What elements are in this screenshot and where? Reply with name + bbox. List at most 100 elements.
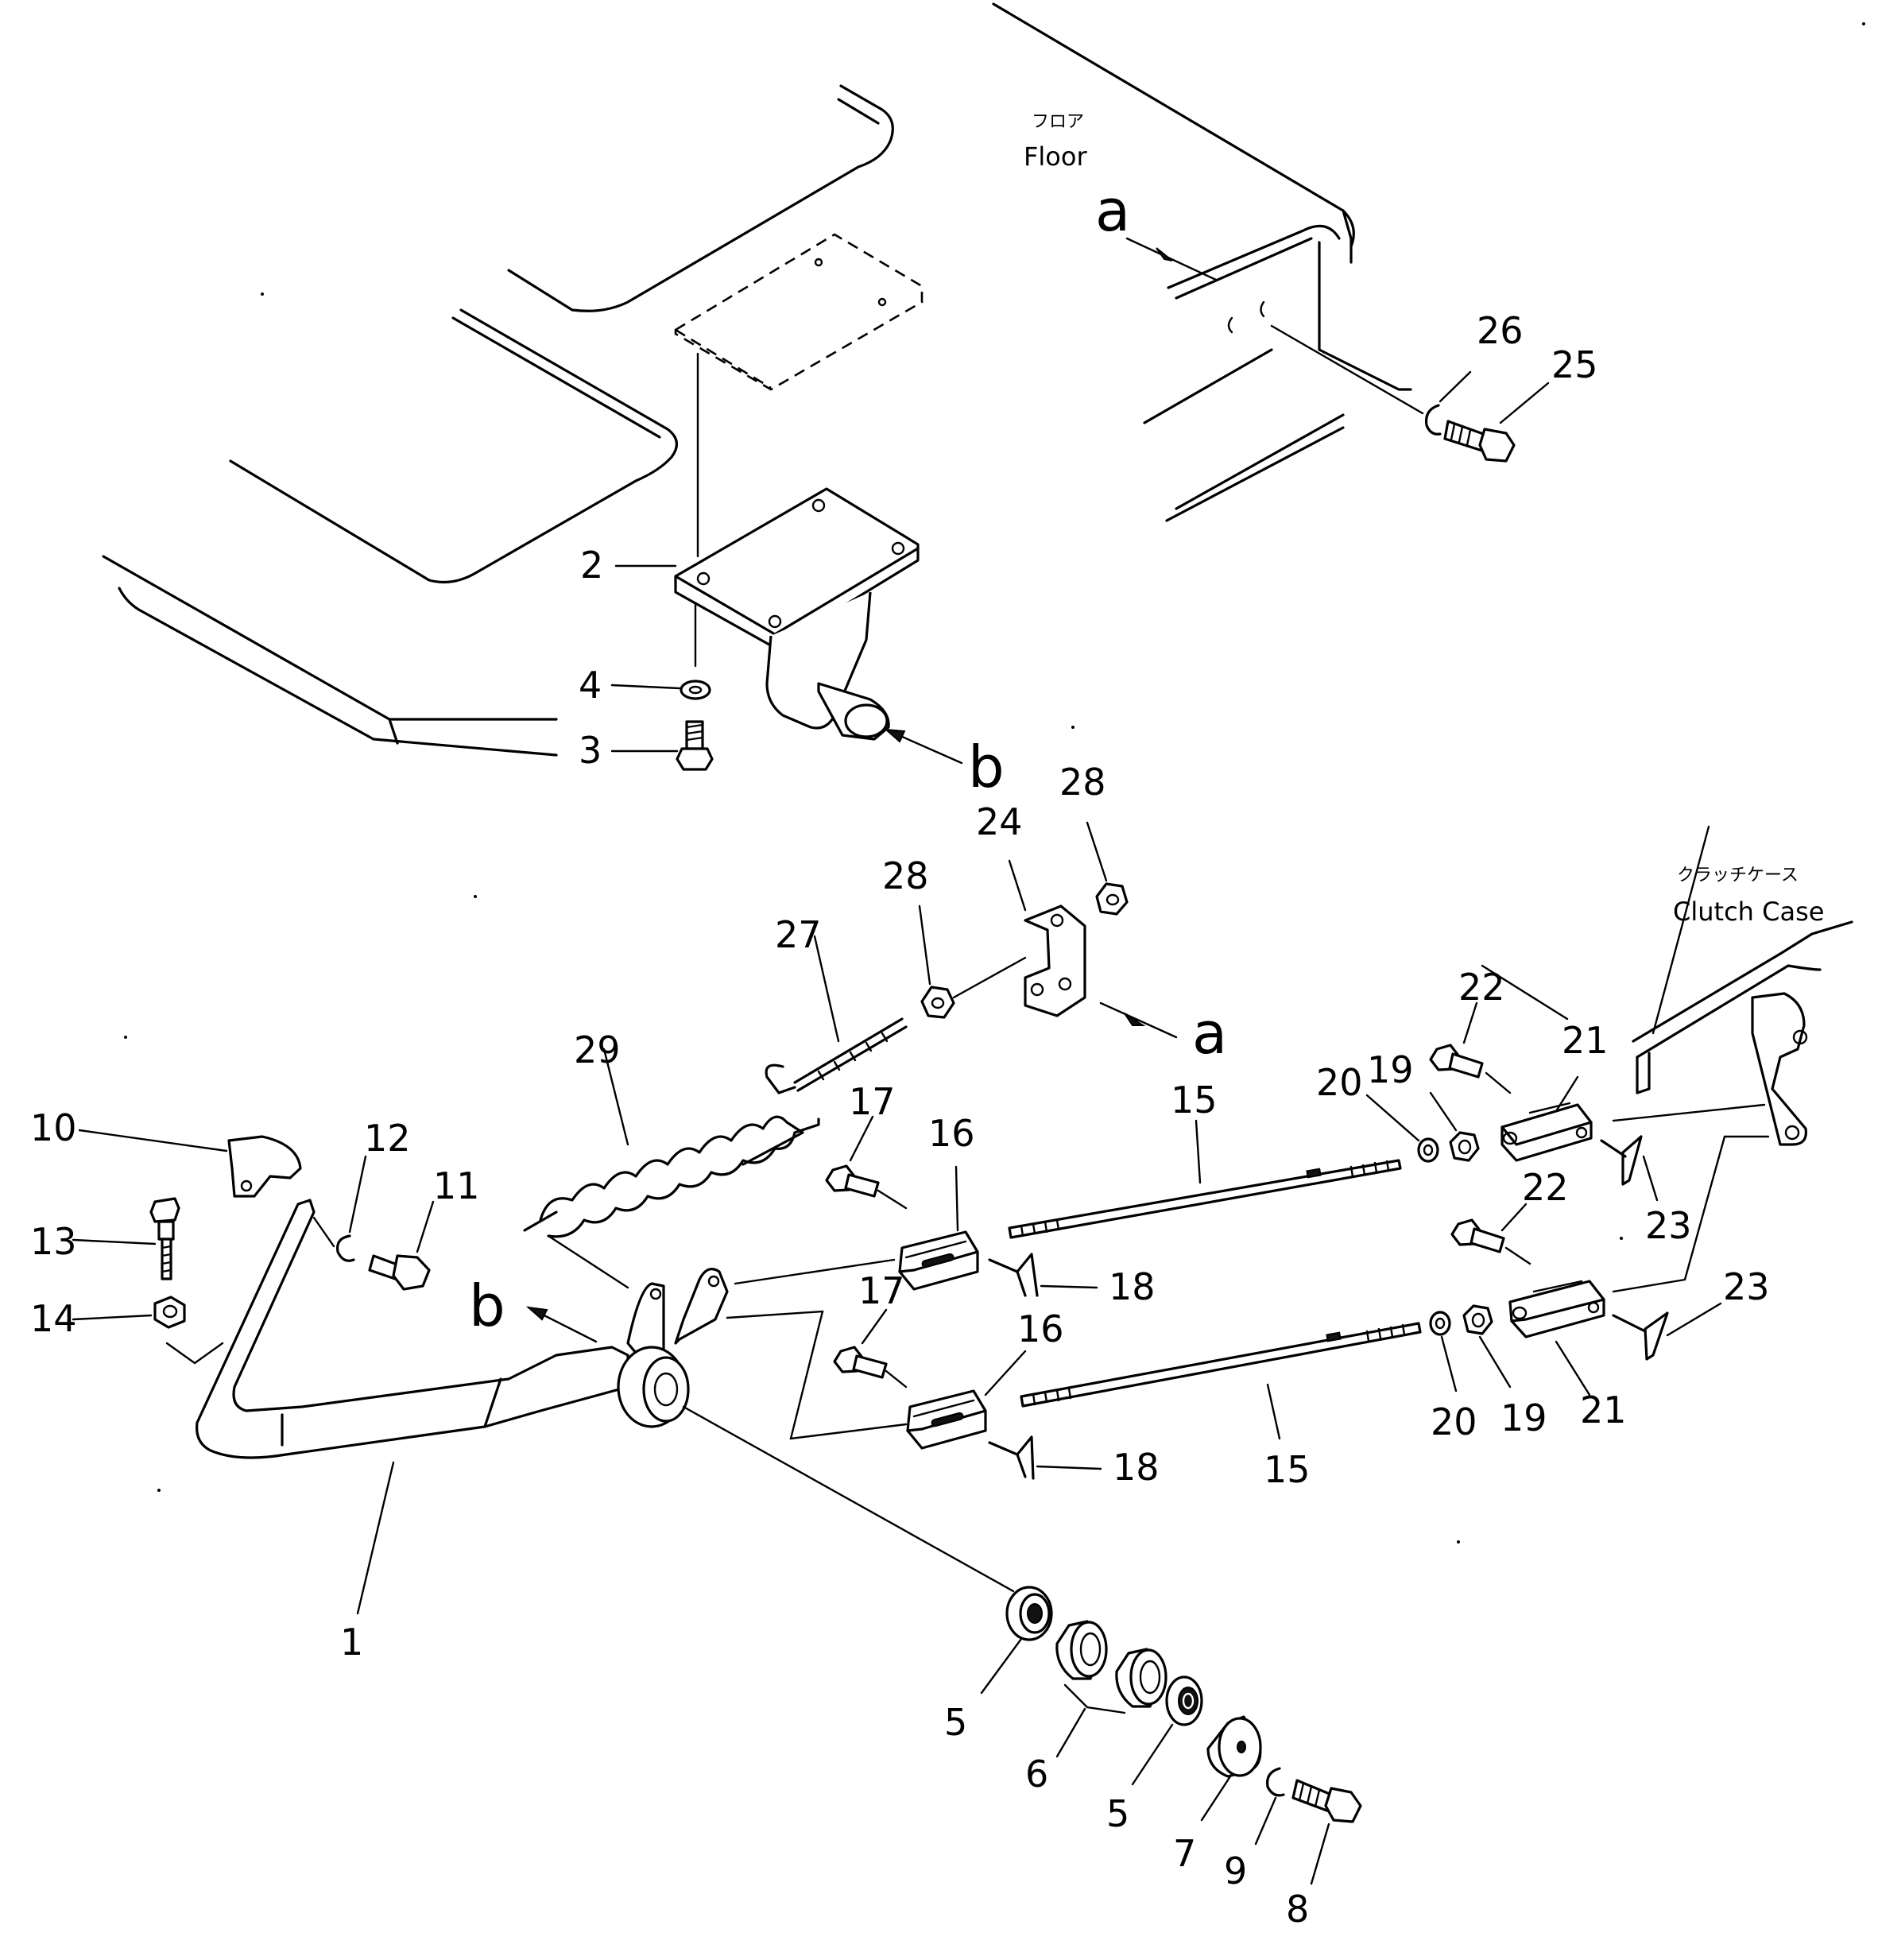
part-16-yoke-upper (898, 1230, 979, 1291)
part-19-nut-lower (1462, 1304, 1493, 1335)
callout-28-lower: 28 (882, 854, 929, 897)
part-3-bolt (676, 720, 714, 771)
callout-18-upper: 18 (1109, 1265, 1156, 1308)
callout-16-lower: 16 (1017, 1307, 1064, 1350)
view-a-arrow-lower (1099, 1001, 1178, 1039)
leader-21-upper (1555, 1075, 1579, 1113)
leader-26 (1439, 370, 1472, 403)
callout-29: 29 (574, 1028, 621, 1071)
part-12-lockwasher (335, 1234, 355, 1262)
callout-12: 12 (364, 1117, 411, 1160)
callout-5-lower: 5 (1106, 1792, 1129, 1835)
leader-27 (813, 935, 840, 1043)
part-6-bushing-b (1115, 1648, 1167, 1708)
leader-6 (1055, 1707, 1086, 1758)
view-b-arrow-upper (884, 728, 963, 765)
callout-3: 3 (579, 729, 602, 772)
leader-16-lower (984, 1350, 1027, 1396)
part-18-cotter-upper (988, 1253, 1039, 1297)
leader-13 (72, 1238, 157, 1245)
part-1-pedal (196, 1199, 729, 1459)
part-22-pin-upper (1429, 1044, 1512, 1094)
floor-panel-left (102, 84, 894, 757)
part-15-rod-lower (1020, 1322, 1422, 1408)
callout-19-upper: 19 (1367, 1048, 1414, 1091)
part-28-nut-upper (1095, 882, 1129, 916)
callout-1: 1 (340, 1621, 363, 1664)
leader-20-lower (1440, 1335, 1458, 1393)
part-26-lockwasher (1424, 404, 1442, 436)
leader-12 (348, 1155, 367, 1234)
part-20-washer-lower (1429, 1311, 1451, 1336)
part-29-spring (523, 1115, 820, 1289)
callout-20-upper: 20 (1316, 1061, 1363, 1104)
callout-22-upper: 22 (1458, 966, 1505, 1009)
callout-18-lower: 18 (1113, 1446, 1160, 1489)
part-23-cotter-upper (1600, 1135, 1643, 1186)
leader-15-lower (1266, 1383, 1281, 1440)
callout-22-lower: 22 (1522, 1166, 1569, 1209)
clutch-case-outline (1632, 825, 1853, 1094)
leader-19-lower (1478, 1335, 1512, 1389)
callout-21-lower: 21 (1580, 1389, 1627, 1431)
callout-26: 26 (1477, 309, 1524, 352)
link-line-upper (1612, 1103, 1766, 1122)
leader-11 (416, 1200, 435, 1253)
part-11-bolt (368, 1254, 431, 1291)
leader-21-lower (1555, 1340, 1591, 1396)
leader-5-upper (980, 1637, 1023, 1695)
part-24-bracket (1024, 904, 1086, 1017)
leader-28-lower (918, 904, 931, 986)
callout-17-lower: 17 (858, 1269, 905, 1312)
leader-20-upper (1365, 1094, 1420, 1142)
dashed-floor-plate (674, 233, 924, 558)
part-5-seal-upper (1005, 1586, 1053, 1641)
callout-2: 2 (580, 544, 603, 587)
part-20-washer-upper (1417, 1137, 1439, 1163)
leader-22-upper (1462, 1001, 1478, 1044)
part-10-pad (227, 1135, 302, 1198)
leader-1 (356, 1461, 395, 1615)
part-17-pin-lower (833, 1346, 908, 1389)
callout-20-lower: 20 (1431, 1400, 1477, 1443)
view-ref-b-upper: b (968, 734, 1005, 800)
callout-14: 14 (30, 1297, 77, 1340)
callout-27: 27 (775, 913, 822, 956)
part-21-clevis-lower (1508, 1280, 1605, 1338)
part-28-nut-lower (920, 986, 955, 1019)
callout-23-upper: 23 (1645, 1204, 1692, 1247)
leader-9 (1254, 1796, 1277, 1846)
part-6-bushing-a (1055, 1620, 1108, 1680)
floor-label-jp: フロア (1032, 112, 1084, 132)
link-line-lower (1612, 1135, 1770, 1293)
leader-5-lower (1131, 1723, 1174, 1786)
callout-24: 24 (976, 800, 1023, 843)
view-b-arrow-lower (525, 1306, 598, 1343)
leader-15-upper (1195, 1119, 1202, 1184)
floor-panel-right (992, 2, 1412, 522)
axis-line-25-26 (1270, 324, 1424, 415)
axis-line-upper-yoke (734, 1258, 896, 1285)
callout-13: 13 (30, 1220, 77, 1263)
part-19-nut-upper (1449, 1131, 1480, 1162)
axis-line-22-upper (1481, 964, 1569, 1021)
part-17-pin-upper (825, 1164, 908, 1210)
leader-14 (72, 1314, 153, 1321)
leader-8 (1310, 1822, 1330, 1885)
bracket-6 (1063, 1683, 1126, 1714)
callout-7: 7 (1173, 1832, 1196, 1875)
clutch-case-label-en: Clutch Case (1673, 897, 1824, 927)
callout-17-upper: 17 (849, 1080, 896, 1123)
leader-18-upper (1040, 1284, 1098, 1289)
callout-11: 11 (433, 1164, 480, 1207)
clutch-case-label-jp: クラッチケース (1677, 866, 1799, 885)
part-7-washer (1206, 1715, 1262, 1778)
part-4-washer (680, 602, 711, 700)
callout-25: 25 (1551, 343, 1598, 386)
leader-18-lower (1036, 1465, 1102, 1470)
view-ref-b-lower: b (469, 1272, 505, 1339)
leader-7 (1200, 1772, 1233, 1822)
callout-28-upper: 28 (1059, 761, 1106, 804)
part-9-lockwasher (1265, 1767, 1285, 1797)
